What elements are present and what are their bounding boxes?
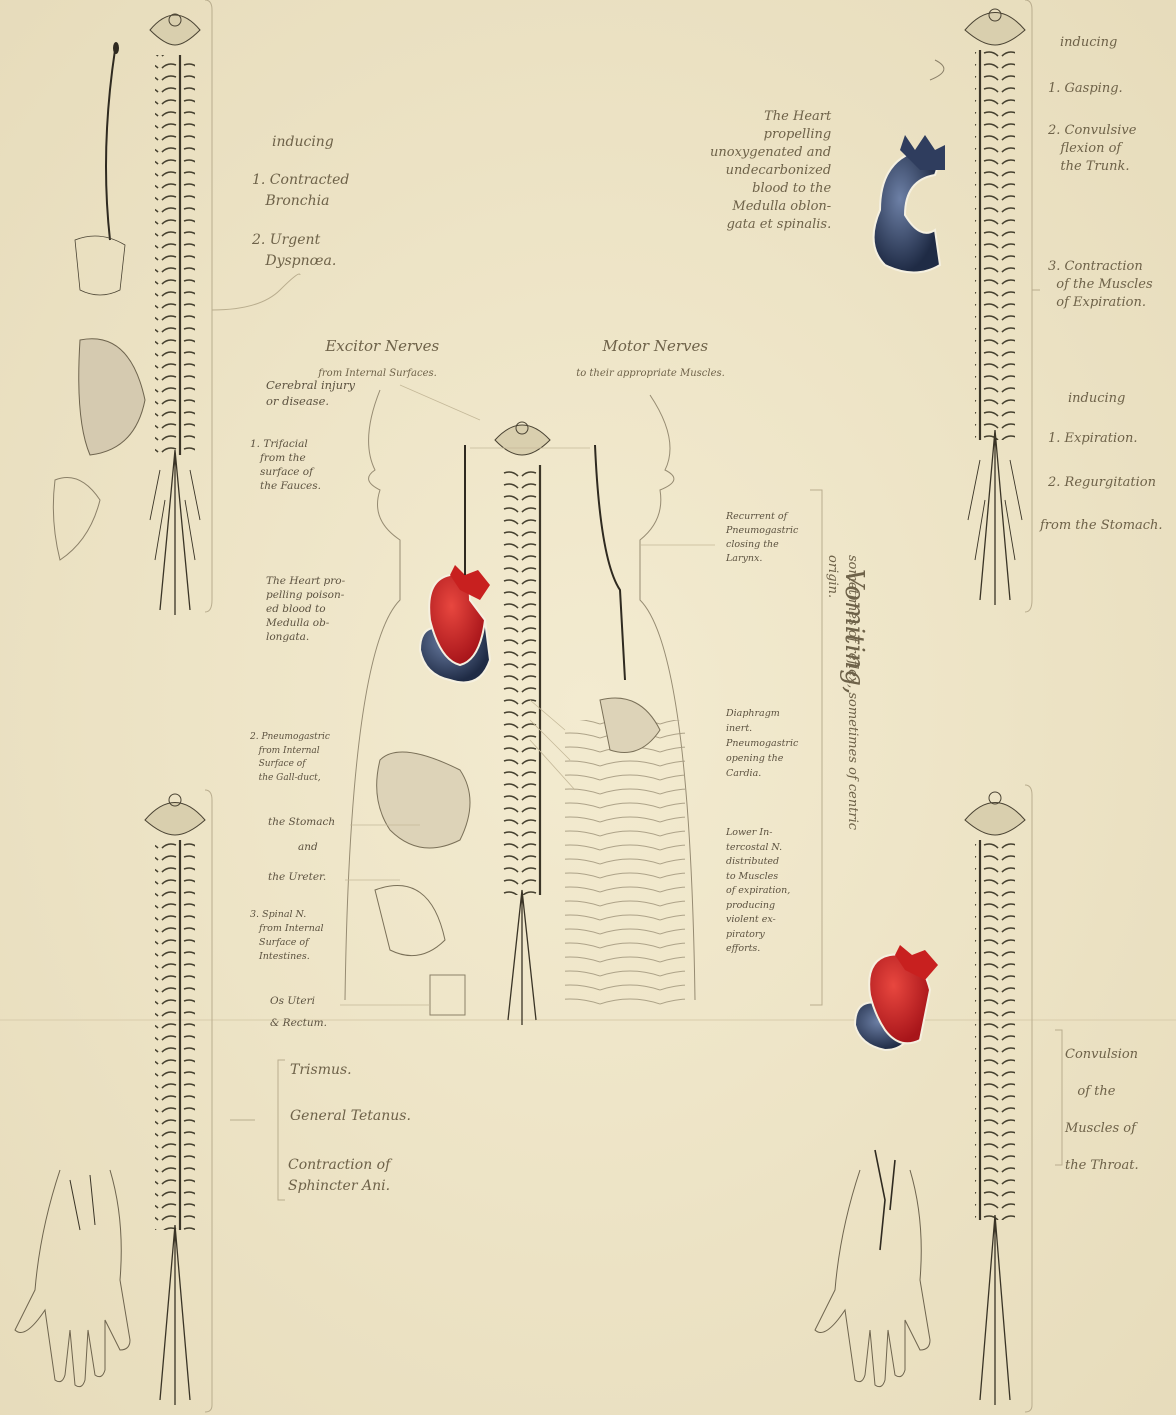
top-right-heart-note: The Heart propelling unoxygenated and un…	[710, 108, 831, 234]
label-rectum: & Rectum.	[270, 1016, 327, 1030]
label-stomach: the Stomach	[268, 815, 335, 829]
bottom-right-item-1: Convulsion of the Muscles of the Throat.	[1065, 1036, 1139, 1184]
label-os-uteri: Os Uteri	[270, 994, 315, 1008]
bottom-left-item-2: General Tetanus.	[290, 1106, 411, 1127]
motor-title: Motor Nerves	[602, 337, 708, 355]
bottom-left-item-1: Trismus.	[290, 1060, 352, 1081]
label-and: and	[298, 840, 318, 854]
label-pneumogastric: 2. Pneumogastric from Internal Surface o…	[250, 731, 330, 785]
vomiting-vertical-subtitle: sometimes of reflex, sometimes of centri…	[822, 555, 862, 830]
top-right-inducing-2: inducing	[1068, 390, 1125, 408]
label-intercostal: Lower In- tercostal N. distributed to Mu…	[726, 826, 790, 957]
top-right-item-1: 1. Gasping.	[1048, 80, 1123, 98]
motor-nerves-heading: Motor Nerves to their appropriate Muscle…	[548, 325, 753, 395]
label-cerebral: Cerebral injury or disease.	[266, 377, 355, 409]
top-left-item-2: 2. Urgent Dyspnœa.	[252, 230, 336, 272]
label-recurrent: Recurrent of Pneumogastric closing the L…	[726, 510, 798, 566]
top-right-item-6: from the Stomach.	[1040, 517, 1163, 535]
ribcage-drawing	[565, 698, 685, 1010]
top-right-item-3: 3. Contraction of the Muscles of Expirat…	[1048, 258, 1153, 312]
top-left-item-1: 1. Contracted Bronchia	[252, 170, 349, 212]
label-ureter: the Ureter.	[268, 870, 326, 884]
top-right-inducing: inducing	[1060, 34, 1117, 52]
label-spinal: 3. Spinal N. from Internal Surface of In…	[250, 908, 324, 964]
top-right-item-4: 1. Expiration.	[1048, 430, 1138, 448]
bottom-left-item-3: Contraction of Sphincter Ani.	[288, 1155, 390, 1197]
label-trifacial: 1. Trifacial from the surface of the Fau…	[250, 437, 321, 493]
top-right-item-5: 2. Regurgitation	[1048, 474, 1156, 492]
top-right-item-2: 2. Convulsive flexion of the Trunk.	[1048, 122, 1136, 176]
label-heart-poisoned: The Heart pro- pelling poison- ed blood …	[266, 574, 345, 644]
motor-subtitle: to their appropriate Muscles.	[548, 367, 753, 381]
excitor-title: Excitor Nerves	[325, 337, 439, 355]
label-diaphragm: Diaphragm inert. Pneumogastric opening t…	[726, 706, 798, 781]
top-left-inducing: inducing	[272, 132, 334, 153]
